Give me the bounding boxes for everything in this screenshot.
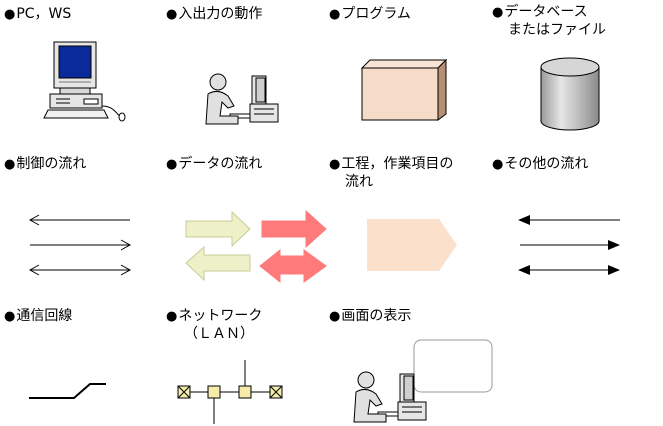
screen-display-icon: [353, 339, 493, 423]
legend-label-dataflow: ●データの流れ: [166, 156, 263, 172]
legend-label-network-line2: （ＬＡＮ）: [184, 326, 254, 342]
legend-label-screen: ●画面の表示: [329, 308, 412, 324]
legend-label-network: ●ネットワーク: [166, 308, 263, 324]
legend-label-database-line2: またはファイル: [508, 22, 606, 38]
lan-network-icon: [177, 360, 283, 424]
legend-label-pc: ●PC，WS: [4, 6, 72, 22]
other-flow-arrows-icon: [518, 215, 620, 275]
pc-workstation-icon: [43, 41, 126, 122]
program-box-icon: [360, 58, 448, 121]
control-flow-arrows-icon: [28, 214, 132, 276]
operator-at-computer-icon: [205, 73, 279, 125]
legend-label-process-line2: 流れ: [345, 174, 373, 190]
legend-label-database: ●データベース: [492, 4, 588, 20]
legend-label-control: ●制御の流れ: [4, 156, 87, 172]
data-flow-arrows-icon: [185, 209, 327, 284]
process-flow-arrow-icon: [367, 219, 457, 271]
communication-line-icon: [29, 383, 106, 399]
legend-label-other: ●その他の流れ: [492, 156, 589, 172]
legend-label-process: ●工程，作業項目の: [329, 156, 454, 172]
legend-label-io: ●入出力の動作: [166, 6, 263, 22]
database-cylinder-icon: [540, 57, 600, 131]
legend-label-program: ●プログラム: [329, 6, 411, 22]
legend-label-comm: ●通信回線: [4, 308, 73, 324]
